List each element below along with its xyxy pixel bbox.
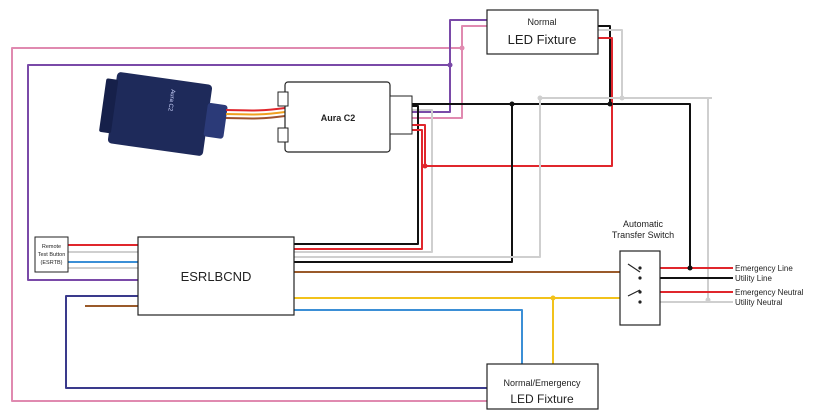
label-utility-line: Utility Line (735, 274, 772, 283)
pink-wire (11, 25, 487, 402)
black-wire-normal (598, 25, 611, 104)
junction-dot (459, 45, 465, 51)
junction-dot (537, 95, 543, 101)
label-emergency-neutral: Emergency Neutral (735, 288, 804, 297)
ne-fixture-line1: Normal/Emergency (503, 378, 581, 388)
automatic-transfer-switch: Automatic Transfer Switch (612, 219, 674, 326)
junction-dot (447, 62, 453, 68)
purple-wire-aura (412, 65, 451, 113)
aura-c2-box: Aura C2 (277, 81, 413, 153)
pink-wire-aura (412, 48, 463, 119)
junction-dots (422, 45, 711, 303)
red-wire-esr-aura (294, 129, 423, 250)
blue-wire (294, 309, 523, 364)
junction-dot (607, 101, 613, 107)
junction-dot (550, 295, 556, 301)
label-emergency-line: Emergency Line (735, 264, 793, 273)
rtb-line3: (ESRTB) (41, 260, 63, 266)
aura-c2-device-photo: Aura C2 (99, 72, 286, 156)
junction-dot (705, 297, 711, 303)
red-wire-aura-fixture (412, 37, 613, 167)
black-wire-esr-ats (294, 104, 513, 263)
ats-line2: Transfer Switch (612, 230, 674, 240)
junction-dot (619, 95, 625, 101)
device-photo-label: Aura C2 (166, 89, 175, 112)
navy-wire (65, 295, 487, 389)
esrlbcnd-label: ESRLBCND (181, 269, 252, 284)
aura-c2-label: Aura C2 (321, 113, 356, 123)
junction-dot (509, 101, 515, 107)
remote-test-button: Remote Test Button (ESRTB) (34, 236, 69, 273)
junction-dot (687, 265, 693, 271)
gray-wire-esr-aura (294, 109, 433, 253)
normal-led-fixture: Normal LED Fixture (486, 9, 599, 55)
normal-fixture-line2: LED Fixture (508, 32, 577, 47)
label-utility-neutral: Utility Neutral (735, 298, 783, 307)
supply-labels: Emergency Line Utility Line Emergency Ne… (735, 264, 804, 307)
junction-dot (422, 163, 428, 169)
black-wire-aura-fixture (412, 103, 691, 268)
rtb-line1: Remote (42, 244, 61, 250)
black-wire-esr-aura (294, 105, 419, 245)
ats-line1: Automatic (623, 219, 664, 229)
device-leads (225, 107, 286, 112)
rtb-line2: Test Button (38, 252, 66, 258)
ne-fixture-line2: LED Fixture (510, 392, 574, 406)
normal-fixture-line1: Normal (527, 17, 556, 27)
gray-wire-esr (294, 97, 622, 258)
purple-wire (27, 19, 487, 281)
normal-emergency-led-fixture: Normal/Emergency LED Fixture (486, 363, 599, 410)
esrlbcnd-box: ESRLBCND (137, 236, 295, 316)
